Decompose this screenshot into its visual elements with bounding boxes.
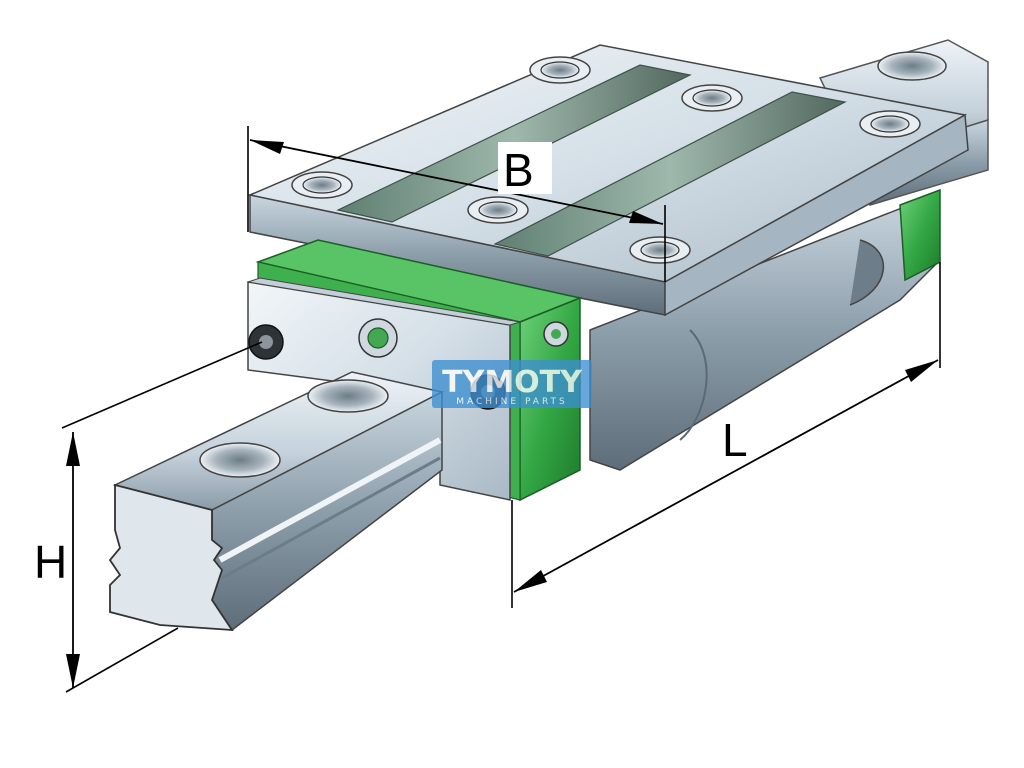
watermark-title: TYMOTY [442, 365, 583, 400]
lube-nipple [358, 318, 398, 358]
mounting-hole [529, 56, 591, 84]
mounting-hole [291, 171, 353, 199]
watermark: TYMOTY MACHINE PARTS [432, 360, 592, 408]
dimension-h-label: H [34, 536, 67, 588]
mounting-holes [291, 56, 921, 264]
dimension-b-label: B [503, 144, 534, 196]
dimension-h: H [34, 341, 263, 693]
mounting-hole [859, 110, 921, 138]
screw-head [543, 321, 569, 347]
mounting-hole [467, 196, 529, 224]
carriage-body [589, 188, 941, 471]
end-plate [247, 277, 521, 501]
watermark-subtitle: MACHINE PARTS [456, 397, 568, 407]
dimension-l-label: L [722, 414, 748, 466]
rail-near-section [108, 371, 445, 632]
screw-head [248, 324, 284, 360]
mounting-hole [629, 236, 691, 264]
dimension-b: B [247, 126, 666, 282]
dimension-l: L [511, 262, 941, 608]
mounting-hole [681, 84, 743, 112]
